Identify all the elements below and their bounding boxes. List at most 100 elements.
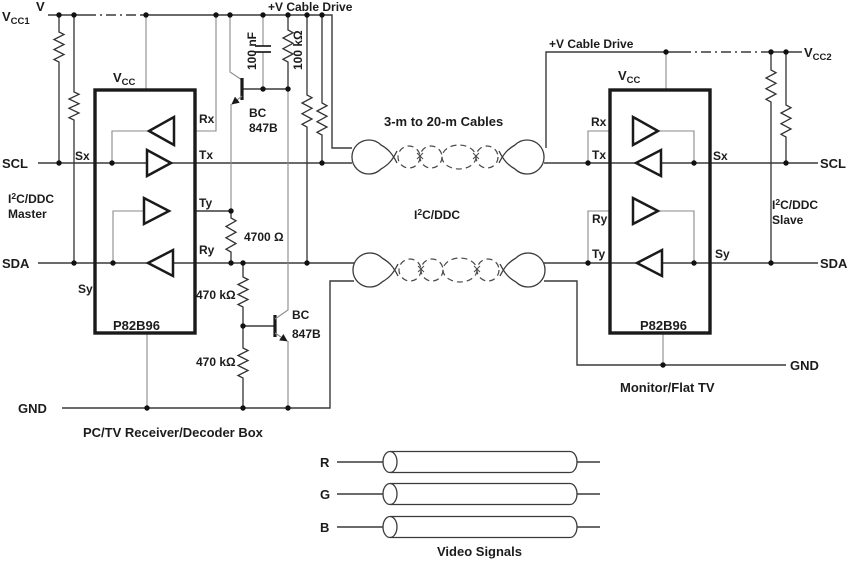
transistor-q2 [273, 89, 289, 408]
junction-dot [56, 160, 62, 166]
pullup-vcc2-scl [779, 52, 793, 163]
r100k-label: 100 kΩ [291, 30, 305, 70]
master-label-line1: I2C/DDC [8, 191, 54, 206]
junction-dot [213, 12, 219, 18]
junction-dot [240, 405, 246, 411]
junction-dot [285, 86, 291, 92]
video-r-label: R [320, 455, 330, 470]
junction-dot [783, 49, 789, 55]
junction-dot [109, 160, 115, 166]
cap-value-label: 100 nF [245, 32, 259, 70]
pin-sy-left: Sy [78, 282, 93, 296]
junction-dot [585, 160, 591, 166]
buffer-rx-left [146, 114, 176, 148]
junction-dot [660, 362, 666, 368]
v-top-label: V [36, 0, 45, 14]
junction-dot [691, 260, 697, 266]
junction-dot [319, 12, 325, 18]
junction-dot [71, 260, 77, 266]
junction-dot [768, 260, 774, 266]
ic-name-left: P82B96 [113, 318, 160, 333]
resistor-4700 [224, 211, 238, 263]
junction-dot [228, 260, 234, 266]
junction-dot [71, 12, 77, 18]
left-p82b96-box [93, 88, 197, 335]
buffer-tx-left [145, 147, 174, 179]
pin-ry-right: Ry [592, 212, 608, 226]
buffer-ty-left [142, 195, 172, 227]
junction-dot [285, 12, 291, 18]
junction-dot [304, 260, 310, 266]
resistor-100k [281, 15, 295, 89]
resistor-470k-bottom [236, 326, 250, 408]
cable-drive-right-label: +V Cable Drive [549, 37, 634, 51]
ic-name-right: P82B96 [640, 318, 687, 333]
left-caption: PC/TV Receiver/Decoder Box [83, 425, 264, 440]
labels: VCC1 V +V Cable Drive +V Cable Drive VCC… [2, 0, 848, 440]
right-p82b96-box [608, 88, 712, 335]
cable-pullup-sda [300, 15, 314, 263]
junction-dot [260, 12, 266, 18]
buffer-tx-right [633, 147, 663, 179]
junction-dot [143, 12, 149, 18]
junction-dot [691, 160, 697, 166]
junction-dot [663, 49, 669, 55]
video-coax-group: R G B Video Signals [320, 450, 600, 559]
cable-length-label: 3-m to 20-m Cables [384, 114, 503, 129]
pin-rx-left: Rx [199, 112, 215, 126]
junction-dot [585, 260, 591, 266]
slave-label-line1: I2C/DDC [772, 197, 818, 212]
power-rails [48, 14, 802, 149]
resistor-470k-top [236, 263, 250, 326]
pin-tx-right: Tx [592, 148, 606, 162]
video-b-label: B [320, 520, 329, 535]
pin-sy-right: Sy [715, 247, 730, 261]
buffer-ry-right [631, 195, 661, 227]
q2-label-line2: 847B [292, 327, 321, 341]
junction-dot [783, 160, 789, 166]
pullup-vcc1-scl [52, 15, 66, 163]
pullup-vcc1-sda [67, 15, 81, 263]
sda-left-label: SDA [2, 256, 30, 271]
capacitor-100nF [255, 45, 271, 53]
slave-label-line2: Slave [772, 213, 804, 227]
junction-dots [56, 12, 789, 411]
junction-dot [768, 49, 774, 55]
coax-b: B [320, 515, 600, 539]
sda-right-label: SDA [820, 256, 848, 271]
vcc-right-label: VCC [618, 68, 641, 86]
cable-bus-label: I2C/DDC [414, 207, 460, 222]
vcc-left-label: VCC [113, 70, 136, 88]
junction-dot [304, 12, 310, 18]
junction-dot [240, 260, 246, 266]
secondary-wires [111, 15, 695, 408]
pin-tx-left: Tx [199, 148, 213, 162]
right-caption: Monitor/Flat TV [620, 380, 715, 395]
resistors [52, 15, 793, 408]
pin-sx-right: Sx [713, 149, 728, 163]
junction-dot [110, 260, 116, 266]
junction-dot [319, 160, 325, 166]
junction-dot [227, 12, 233, 18]
cable-drive-left-label: +V Cable Drive [268, 0, 353, 14]
gnd-left-label: GND [18, 401, 47, 416]
buffer-ry-left [145, 247, 175, 279]
sda-cable [352, 252, 546, 288]
r470k-bottom-label: 470 kΩ [196, 355, 236, 369]
bus-wires [38, 88, 818, 409]
buffer-rx-right [631, 114, 661, 148]
master-label-line2: Master [8, 207, 47, 221]
cable-pullup-scl [315, 15, 329, 163]
video-signals-caption: Video Signals [437, 544, 522, 559]
pullup-vcc2-sda [764, 52, 778, 263]
r470k-top-label: 470 kΩ [196, 288, 236, 302]
vcc1-label: VCC1 [2, 9, 30, 27]
vcc2-label: VCC2 [804, 45, 832, 63]
scl-cable [351, 139, 545, 175]
junction-dot [144, 405, 150, 411]
scl-left-label: SCL [2, 156, 28, 171]
junction-dot [285, 405, 291, 411]
q1-label-line1: BC [249, 106, 267, 120]
pin-ry-left: Ry [199, 243, 215, 257]
